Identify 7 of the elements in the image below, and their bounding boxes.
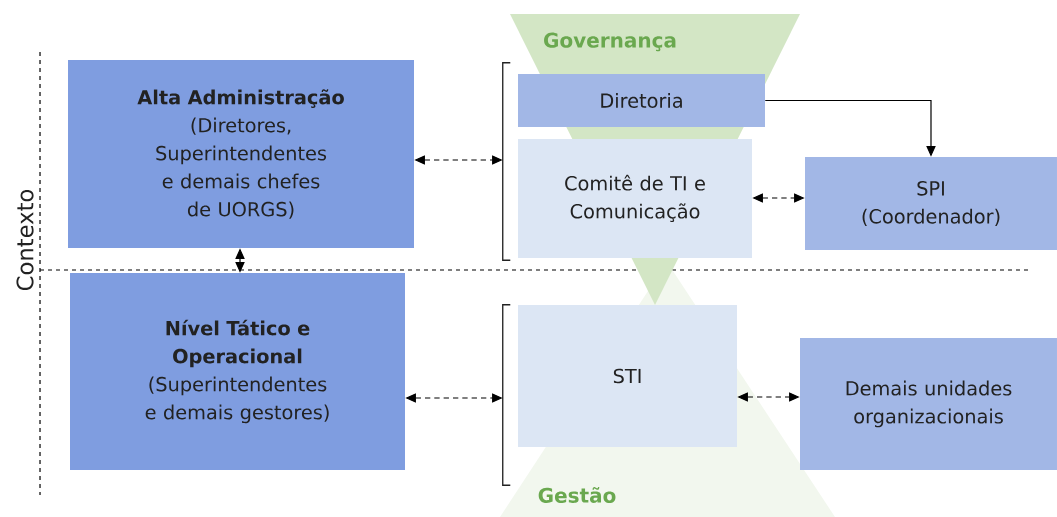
bracket xyxy=(502,62,511,261)
side-label: Contexto xyxy=(16,189,34,291)
process-box: SPI (Coordenador) xyxy=(805,157,1057,250)
bracket xyxy=(502,304,511,486)
process-box: Demais unidades organizacionais xyxy=(800,338,1057,470)
heading-box: Alta Administração (Diretores, Superintendentes e demais chefes de UORGS) xyxy=(68,60,414,248)
heading-box: Nível Tático e Operacional (Superintendentes e demais gestores) xyxy=(70,273,405,470)
